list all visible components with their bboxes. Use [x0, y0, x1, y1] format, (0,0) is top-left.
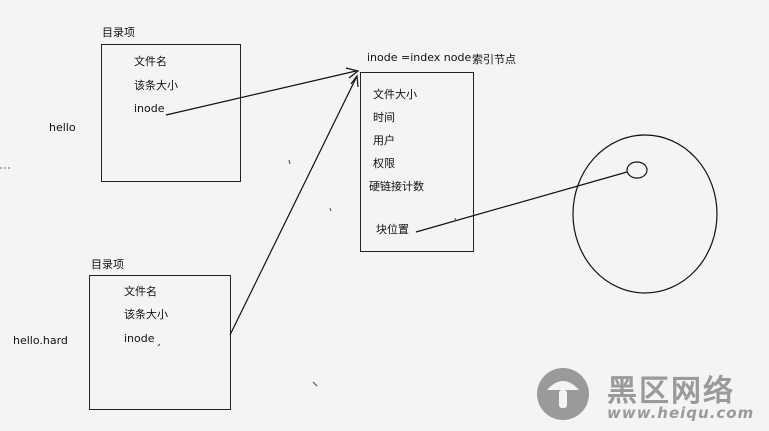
disk-circle	[572, 134, 718, 294]
arrow-dir2-to-inode	[229, 75, 358, 336]
inode-item-time: 时间	[373, 111, 395, 124]
inode-item-size: 文件大小	[373, 88, 417, 101]
dir2-item-inode: inode	[124, 332, 155, 345]
stray-mark	[157, 343, 161, 347]
dir1-item-inode: inode	[134, 102, 165, 115]
dir1-item-filename: 文件名	[134, 55, 167, 68]
inode-box	[360, 72, 474, 252]
watermark: 黑区网络 www.heiqu.com	[533, 360, 769, 431]
dir2-box	[89, 275, 231, 410]
watermark-url: www.heiqu.com	[607, 404, 755, 422]
stray-mark	[454, 217, 457, 222]
inode-item-permission: 权限	[373, 157, 395, 170]
dir1-item-size: 该条大小	[134, 79, 178, 92]
arrowhead-dir1-icon	[345, 67, 360, 79]
inode-item-user: 用户	[373, 134, 395, 147]
mushroom-logo-icon	[537, 368, 589, 420]
arrowhead-dir2-icon	[350, 74, 359, 88]
disk-block-circle	[626, 161, 648, 179]
inode-title-cn: 索引节点	[472, 53, 516, 66]
stray-mark	[288, 159, 291, 165]
dir1-title: 目录项	[102, 26, 135, 39]
line-block-to-disk	[415, 171, 628, 233]
dir2-title: 目录项	[91, 258, 124, 271]
inode-item-hardlink-count: 硬链接计数	[369, 180, 424, 193]
dir1-box	[101, 44, 241, 182]
inode-item-block-location: 块位置	[376, 223, 409, 236]
stray-mark	[329, 207, 332, 212]
dir2-file-label: hello.hard	[13, 334, 68, 347]
watermark-text: 黑区网络	[607, 374, 735, 409]
dir2-item-filename: 文件名	[124, 285, 157, 298]
stray-mark	[312, 381, 318, 387]
dir1-file-label: hello	[49, 121, 76, 134]
dir2-item-size: 该条大小	[124, 308, 168, 321]
inode-title: inode =index node	[367, 51, 472, 64]
arrow-dir1-to-inode	[165, 70, 357, 116]
